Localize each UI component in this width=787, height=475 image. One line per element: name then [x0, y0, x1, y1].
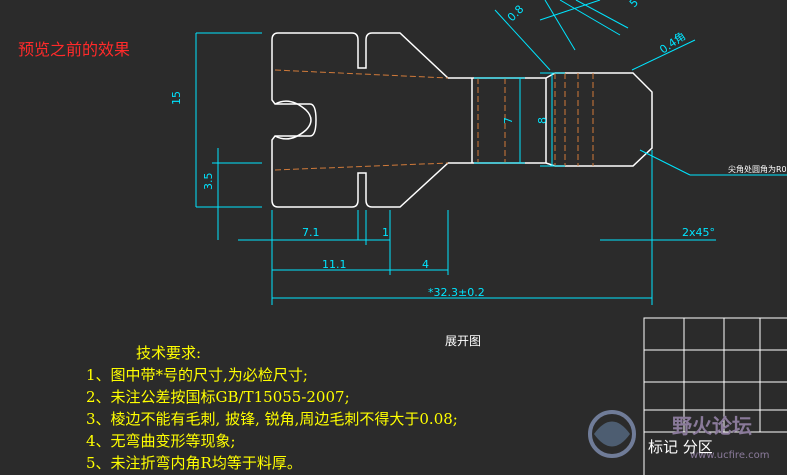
dim-2x45: 2x45°: [682, 226, 715, 239]
dim-0-4: 0.4角: [657, 29, 688, 56]
watermark-url: www.ucfire.com: [690, 450, 770, 461]
tech-item: 3、棱边不能有毛刺, 披锋, 锐角,周边毛刺不得大于0.08;: [86, 410, 458, 428]
tech-item: 5、未注折弯内角R均等于料厚。: [86, 454, 302, 472]
dim-8: 8: [536, 117, 549, 124]
watermark-logo-icon: [588, 410, 636, 458]
dim-4: 4: [422, 258, 429, 271]
dim-0-8: 0.8: [505, 3, 527, 25]
dimension-lines: [195, 0, 787, 305]
view-title: 展开图: [445, 334, 481, 348]
tech-item: 2、未注公差按国标GB/T15055-2007;: [86, 388, 350, 406]
dim-7: 7: [502, 117, 515, 124]
title-block-label: 标记 分区: [648, 438, 713, 456]
dim-7-1: 7.1: [302, 226, 320, 239]
bend-lines: [274, 69, 594, 171]
dim-5: 5: [627, 0, 641, 10]
dim-11-1: 11.1: [322, 258, 347, 271]
dim-1: 1: [382, 226, 389, 239]
dim-15: 15: [170, 91, 183, 105]
part-outline: [271, 32, 653, 208]
tech-title: 技术要求:: [136, 344, 202, 362]
preview-note: 预览之前的效果: [18, 40, 131, 59]
dim-3-5: 3.5: [202, 173, 215, 191]
watermark-title: 野火论坛: [672, 414, 752, 438]
tech-item: 4、无弯曲变形等现象;: [86, 432, 236, 450]
dim-32-3: *32.3±0.2: [428, 286, 485, 299]
callout-note: 尖角处圆角为R0: [728, 164, 787, 174]
title-block-grid: [643, 317, 787, 475]
tech-item: 1、图中带*号的尺寸,为必检尺寸;: [86, 366, 308, 384]
technical-requirements: 技术要求: 1、图中带*号的尺寸,为必检尺寸; 2、未注公差按国标GB/T150…: [86, 342, 458, 474]
